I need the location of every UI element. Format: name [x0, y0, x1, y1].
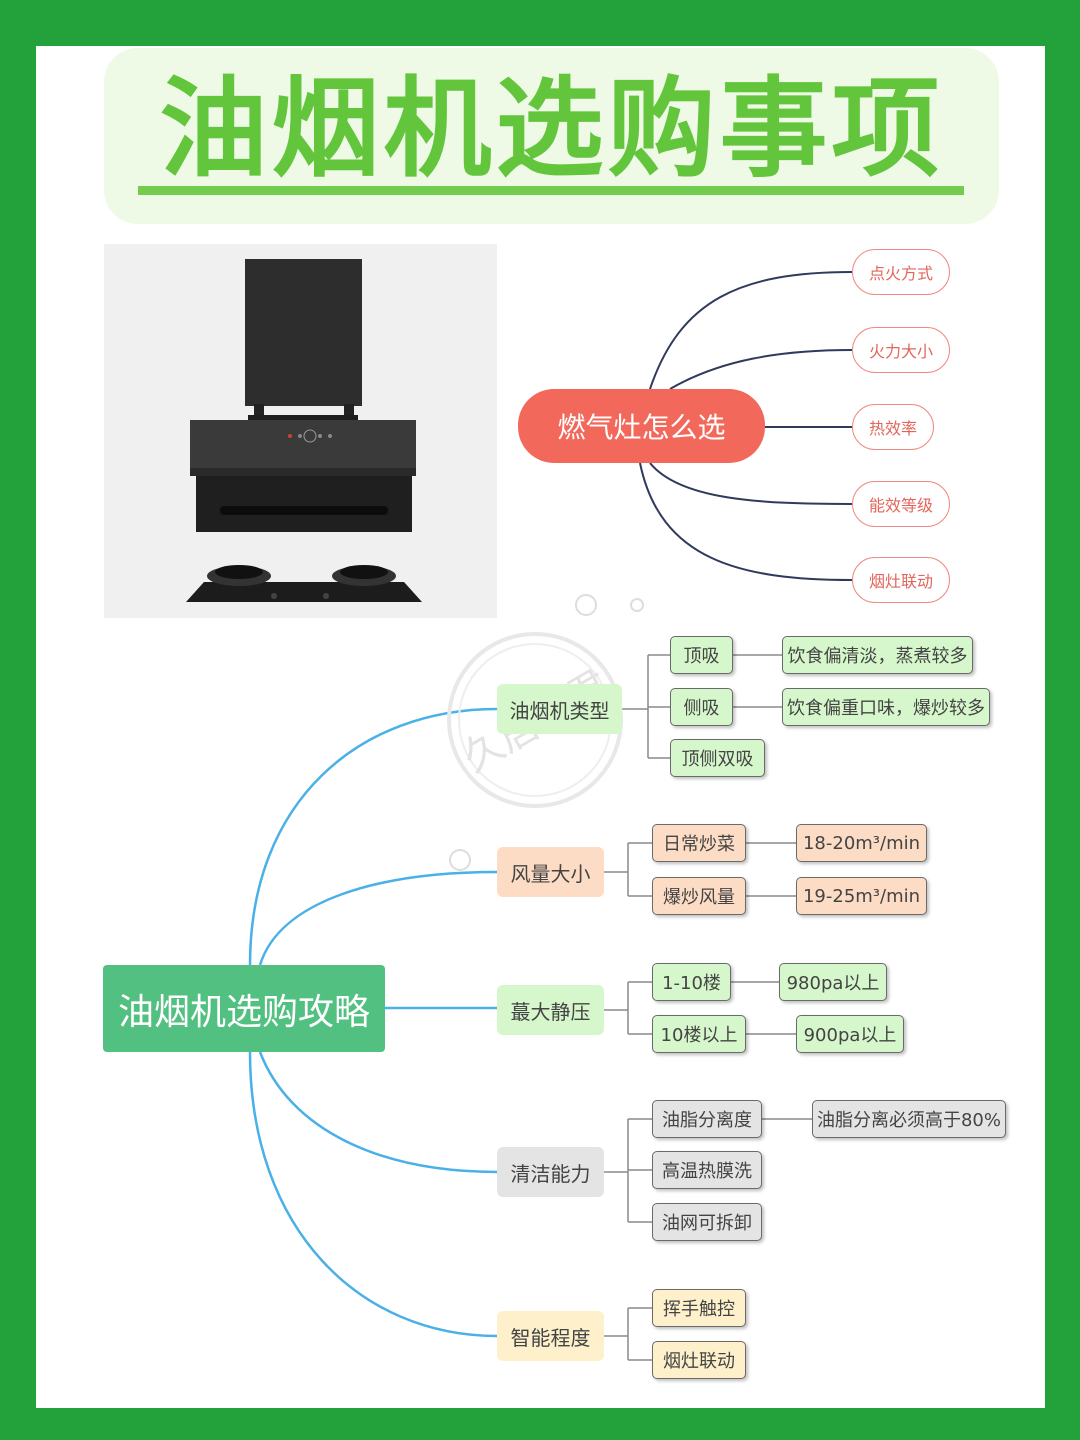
branch-hood-type: 油烟机类型 [497, 684, 622, 734]
hood-root: 油烟机选购攻略 [103, 965, 385, 1052]
gas-stove-item: 烟灶联动 [852, 557, 950, 603]
branch-child: 高温热膜洗 [652, 1151, 762, 1189]
branch-smart: 智能程度 [497, 1311, 604, 1361]
title-underline [138, 186, 964, 195]
branch-cleaning: 清洁能力 [497, 1147, 604, 1197]
branch-air-volume: 风量大小 [497, 847, 604, 897]
branch-child: 1-10楼 [652, 963, 731, 1001]
branch-child: 挥手触控 [652, 1289, 746, 1327]
gas-stove-item: 点火方式 [852, 249, 950, 295]
decor-bubble [575, 594, 597, 616]
decor-bubble [630, 598, 644, 612]
branch-child: 顶侧双吸 [670, 739, 765, 777]
branch-detail: 980pa以上 [779, 963, 887, 1001]
branch-child: 日常炒菜 [652, 824, 746, 862]
branch-child: 爆炒风量 [652, 877, 746, 915]
branch-detail: 饮食偏清淡，蒸煮较多 [782, 636, 973, 674]
product-photo [104, 244, 497, 618]
page-title: 油烟机选购事项 [159, 67, 944, 192]
gas-stove-item: 热效率 [852, 404, 934, 450]
branch-detail: 900pa以上 [796, 1015, 904, 1053]
branch-child: 侧吸 [670, 688, 733, 726]
gas-stove-item: 能效等级 [852, 481, 950, 527]
branch-child: 10楼以上 [652, 1015, 746, 1053]
branch-detail: 油脂分离必须高于80% [812, 1100, 1006, 1138]
range-hood-image [186, 259, 422, 602]
branch-child: 烟灶联动 [652, 1341, 746, 1379]
gas-stove-item: 火力大小 [852, 327, 950, 373]
branch-child: 油脂分离度 [652, 1100, 762, 1138]
branch-detail: 饮食偏重口味，爆炒较多 [782, 688, 990, 726]
gas-stove-root: 燃气灶怎么选 [518, 389, 765, 463]
branch-child: 油网可拆卸 [652, 1203, 762, 1241]
branch-child: 顶吸 [670, 636, 733, 674]
decor-bubble [449, 849, 471, 871]
branch-detail: 19-25m³/min [796, 877, 927, 915]
branch-static-pressure: 蕞大静压 [497, 985, 604, 1035]
branch-detail: 18-20m³/min [796, 824, 927, 862]
